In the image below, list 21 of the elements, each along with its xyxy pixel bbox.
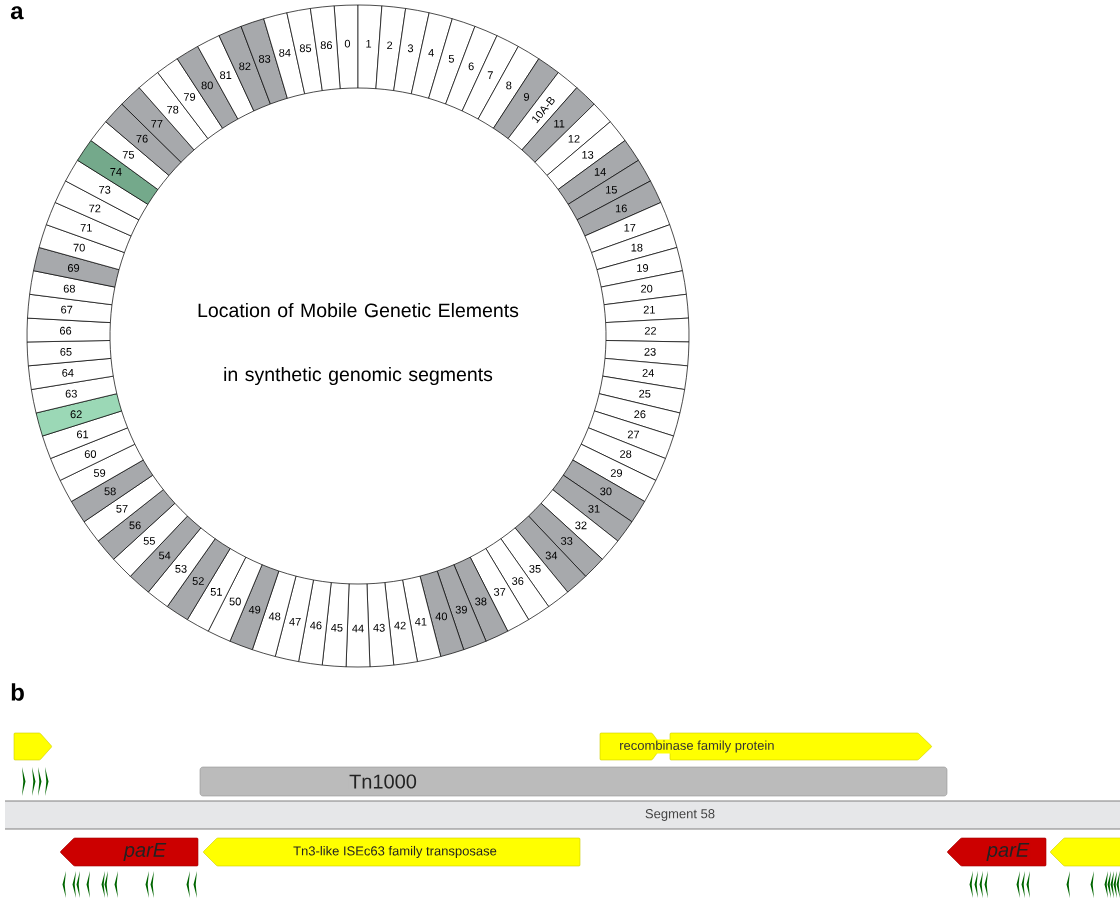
gene-feature: Tn3-like ISEc63 family transposase: [203, 837, 581, 867]
gene-feature: [13, 732, 52, 761]
ring-segment: 43: [366, 582, 395, 668]
ring-segment: 21: [603, 293, 689, 323]
ring-segment: 23: [604, 340, 690, 367]
ring-segment: 67: [27, 293, 113, 323]
ring-segment: 45: [321, 582, 350, 668]
ring-segment: 65: [26, 340, 112, 367]
ring-segment: 2: [375, 5, 406, 91]
ring-segment: 86: [310, 5, 341, 91]
ring-segment: 64: [28, 358, 114, 390]
ring-title: Location of Mobile Genetic Elements in synthetic genomic segments: [198, 302, 519, 386]
transposon-bar: Tn1000: [199, 766, 948, 797]
gene-feature: parE: [60, 837, 199, 867]
panel-letter: a: [10, 6, 24, 20]
ring-segment: 24: [602, 358, 688, 390]
segment-band: Segment 58: [4, 800, 1120, 830]
panel-letter: b: [11, 683, 24, 701]
gene-feature: [1050, 837, 1120, 867]
gene-feature: recombinase family protein: [618, 732, 932, 761]
gene-feature: parE: [947, 837, 1047, 867]
